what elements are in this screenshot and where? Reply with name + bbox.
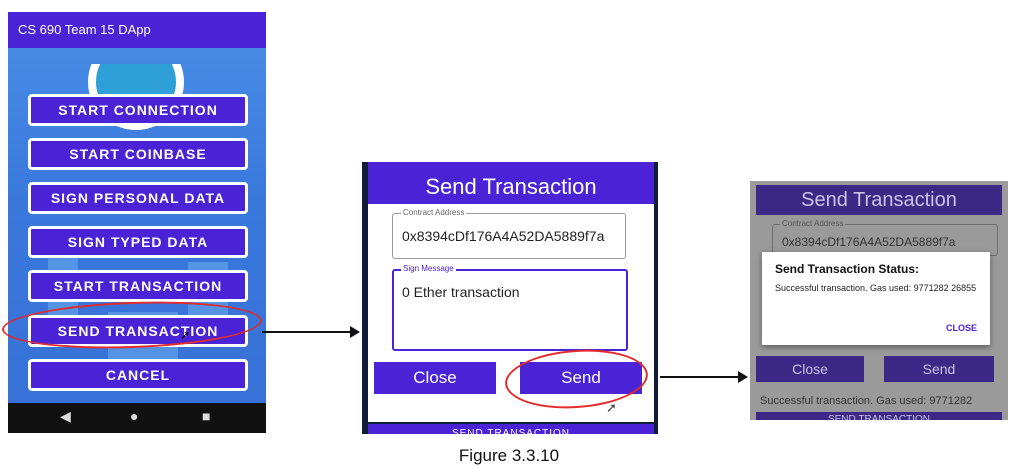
- dimmed-result-text: Successful transaction. Gas used: 977128…: [760, 395, 973, 407]
- home-icon[interactable]: ●: [130, 408, 139, 424]
- app-title: CS 690 Team 15 DApp: [8, 12, 266, 48]
- start-transaction-button[interactable]: START TRANSACTION: [28, 270, 248, 302]
- contract-address-field[interactable]: [392, 213, 626, 259]
- close-button[interactable]: Close: [374, 362, 496, 394]
- cursor-icon: ➚: [606, 400, 617, 415]
- cursor-icon: ➚: [180, 328, 191, 342]
- back-icon[interactable]: ◀: [60, 408, 71, 424]
- sign-message-value: 0 Ether transaction: [402, 284, 520, 300]
- arrow-line: [660, 376, 740, 378]
- cancel-button[interactable]: CANCEL: [28, 359, 248, 391]
- dimmed-bottom-button: SEND TRANSACTION: [756, 412, 1002, 420]
- contract-address-label: Contract Address: [401, 208, 467, 217]
- arrow-head-icon: [738, 371, 748, 383]
- phone-screen: CS 690 Team 15 DApp START CONNECTION STA…: [8, 12, 266, 433]
- sign-typed-data-button[interactable]: SIGN TYPED DATA: [28, 226, 248, 258]
- start-connection-button[interactable]: START CONNECTION: [28, 94, 248, 126]
- dimmed-send-button: Send: [884, 356, 994, 382]
- dimmed-close-button: Close: [756, 356, 864, 382]
- android-nav-bar: [8, 403, 266, 433]
- dimmed-dialog-title: Send Transaction: [756, 185, 1002, 215]
- arrow-line: [262, 331, 352, 333]
- dimmed-contract-label: Contract Address: [780, 219, 846, 228]
- arrow-head-icon: [350, 326, 360, 338]
- sign-message-field[interactable]: [392, 269, 628, 351]
- dimmed-contract-value: 0x8394cDf176A4A52DA5889f7a: [782, 235, 956, 249]
- figure-caption: Figure 3.3.10: [458, 446, 560, 465]
- dialog-bottom-button: SEND TRANSACTION: [368, 424, 654, 434]
- recent-apps-icon[interactable]: ■: [202, 408, 211, 424]
- sign-personal-data-button[interactable]: SIGN PERSONAL DATA: [28, 182, 248, 214]
- dialog-top-band: [368, 162, 654, 170]
- send-button[interactable]: Send: [520, 362, 642, 394]
- status-message: Successful transaction. Gas used: 977128…: [775, 283, 977, 293]
- dialog-title: Send Transaction: [368, 170, 654, 204]
- status-dialog: [762, 252, 990, 345]
- status-close-button[interactable]: CLOSE: [946, 323, 978, 333]
- send-transaction-button[interactable]: SEND TRANSACTION: [28, 315, 248, 347]
- sign-message-label: Sign Message: [401, 264, 456, 273]
- contract-address-value: 0x8394cDf176A4A52DA5889f7a: [402, 228, 605, 244]
- start-coinbase-button[interactable]: START COINBASE: [28, 138, 248, 170]
- status-title: Send Transaction Status:: [775, 262, 920, 276]
